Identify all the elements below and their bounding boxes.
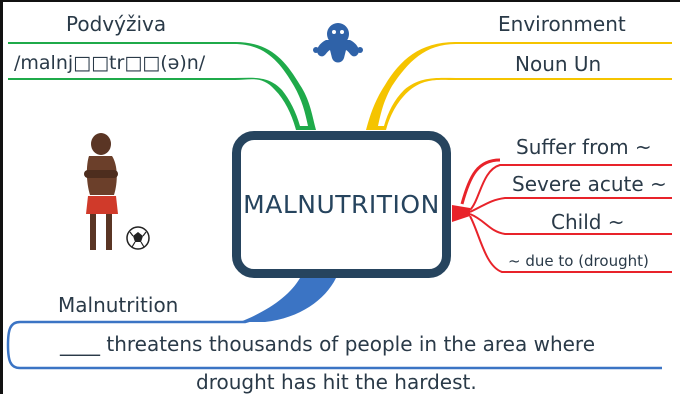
translation-label: Podvýživa [66, 12, 167, 36]
soccer-ball-icon [126, 226, 150, 250]
example-line-2: drought has hit the hardest. [196, 370, 477, 394]
pronunciation-label: /malnj□□tr□□(ə)n/ [14, 52, 206, 74]
central-topic: MALNUTRITION [232, 131, 451, 278]
topic-label: Environment [498, 12, 626, 36]
octopus-logo-icon [313, 23, 363, 63]
collocation-2: Severe acute ~ [512, 172, 667, 196]
left-border [0, 0, 3, 394]
example-answer: Malnutrition [58, 293, 179, 317]
collocation-4: ~ due to (drought) [508, 252, 649, 270]
collocation-1: Suffer from ~ [516, 135, 652, 159]
central-topic-label: MALNUTRITION [243, 190, 440, 219]
red-branch [452, 205, 470, 222]
example-line-1: ____ threatens thousands of people in th… [60, 332, 596, 356]
malnourished-child-illustration [84, 133, 118, 250]
word-class-label: Noun Un [515, 52, 602, 76]
collocation-3: Child ~ [551, 210, 625, 234]
top-border [0, 0, 680, 2]
